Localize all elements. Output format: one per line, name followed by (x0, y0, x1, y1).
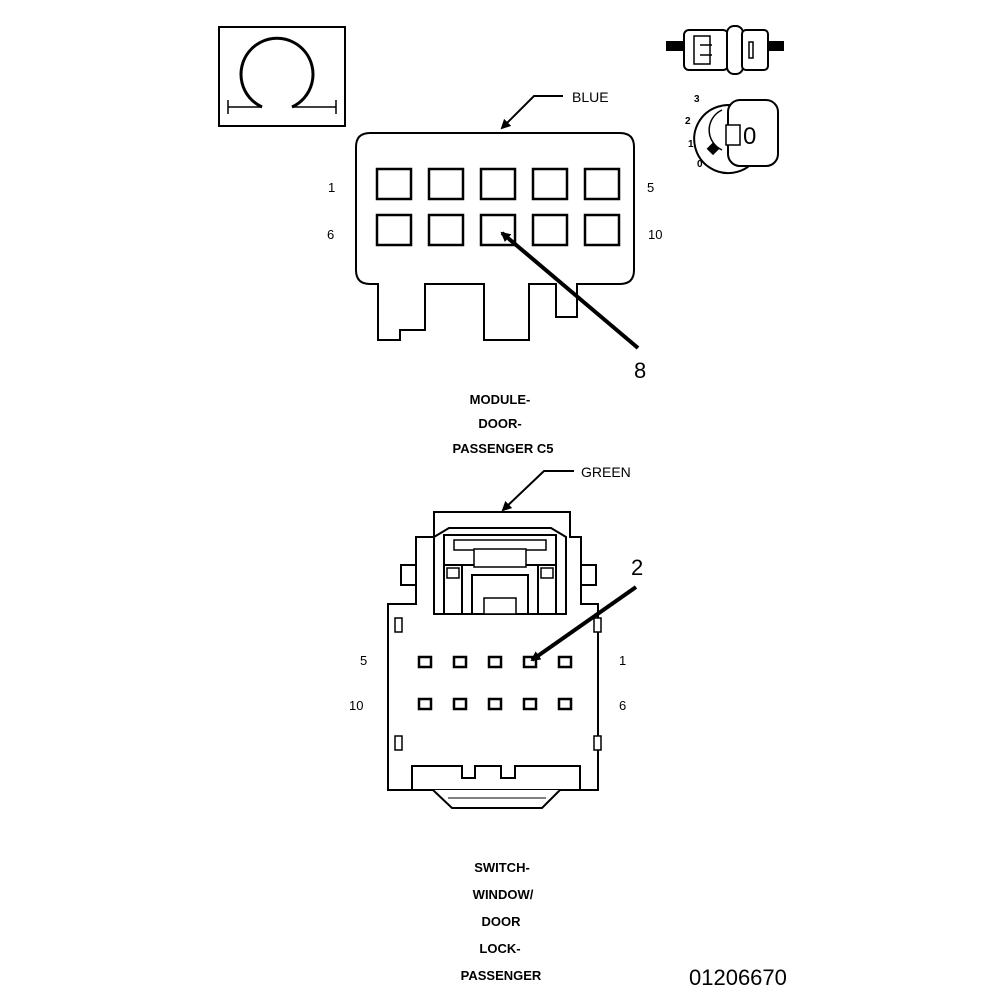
ignition-position-2: 2 (685, 116, 691, 127)
cavity-10 (583, 213, 621, 247)
ignition-position-1: 1 (688, 139, 694, 150)
pin-label-10: 10 (648, 227, 662, 242)
omega-symbol-icon (218, 26, 346, 127)
cavity-9 (531, 213, 569, 247)
pin-label-1: 1 (328, 180, 335, 195)
cavity-7 (427, 213, 465, 247)
cavity-3 (479, 167, 517, 201)
ignition-key-label: 0 (743, 123, 756, 150)
cavity-4 (452, 655, 468, 669)
cavity-8 (487, 697, 503, 711)
cavity-5 (583, 167, 621, 201)
cavity-2 (522, 655, 538, 669)
connector-bottom-title-line-2: WINDOW/ (473, 887, 534, 902)
ignition-key-icon: 3 2 1 0 0 (685, 94, 779, 174)
cavity-3 (487, 655, 503, 669)
connector-bottom-title-line-4: LOCK- (479, 941, 520, 956)
callout-label-2: 2 (631, 555, 643, 580)
callout-label-8: 8 (634, 358, 646, 383)
cavity-6 (557, 697, 573, 711)
connector-top-title-line-3: PASSENGER C5 (453, 441, 554, 456)
color-leader-line (501, 470, 574, 512)
connector-top-color-label: BLUE (572, 89, 609, 105)
cavity-1 (375, 167, 413, 201)
connector-top: BLUE 1 5 6 10 8 MODULE- DOOR- PASSENGER … (327, 89, 662, 456)
connector-bottom-title-line-1: SWITCH- (474, 860, 530, 875)
cavity-10 (417, 697, 433, 711)
cavity-5 (417, 655, 433, 669)
pin-label-6: 6 (619, 698, 626, 713)
callout-arrow-8 (500, 231, 640, 350)
pin-label-1: 1 (619, 653, 626, 668)
callout-arrow-2 (530, 585, 638, 662)
connector-top-cavities (375, 167, 621, 247)
cavity-1 (557, 655, 573, 669)
cavity-2 (427, 167, 465, 201)
ignition-position-3: 3 (694, 94, 700, 105)
cavity-4 (531, 167, 569, 201)
cavity-9 (452, 697, 468, 711)
connector-bottom-cavities (417, 655, 573, 711)
figure-number: 01206670 (689, 965, 787, 990)
pin-label-5: 5 (647, 180, 654, 195)
connector-top-title-line-2: DOOR- (478, 416, 521, 431)
connector-bottom-title-line-5: PASSENGER (461, 968, 542, 983)
cavity-7 (522, 697, 538, 711)
inline-connector-icon (666, 25, 784, 75)
pin-label-6: 6 (327, 227, 334, 242)
pin-label-5: 5 (360, 653, 367, 668)
connector-bottom-color-label: GREEN (581, 464, 631, 480)
connector-bottom-title-line-3: DOOR (482, 914, 522, 929)
connector-top-title-line-1: MODULE- (470, 392, 531, 407)
pin-label-10: 10 (349, 698, 363, 713)
cavity-8 (479, 213, 517, 247)
cavity-6 (375, 213, 413, 247)
connector-bottom: GREEN 5 1 10 6 2 SWITCH- WINDOW/ DOOR LO… (349, 464, 643, 983)
ignition-position-0: 0 (697, 159, 703, 170)
color-leader-line (500, 95, 563, 130)
